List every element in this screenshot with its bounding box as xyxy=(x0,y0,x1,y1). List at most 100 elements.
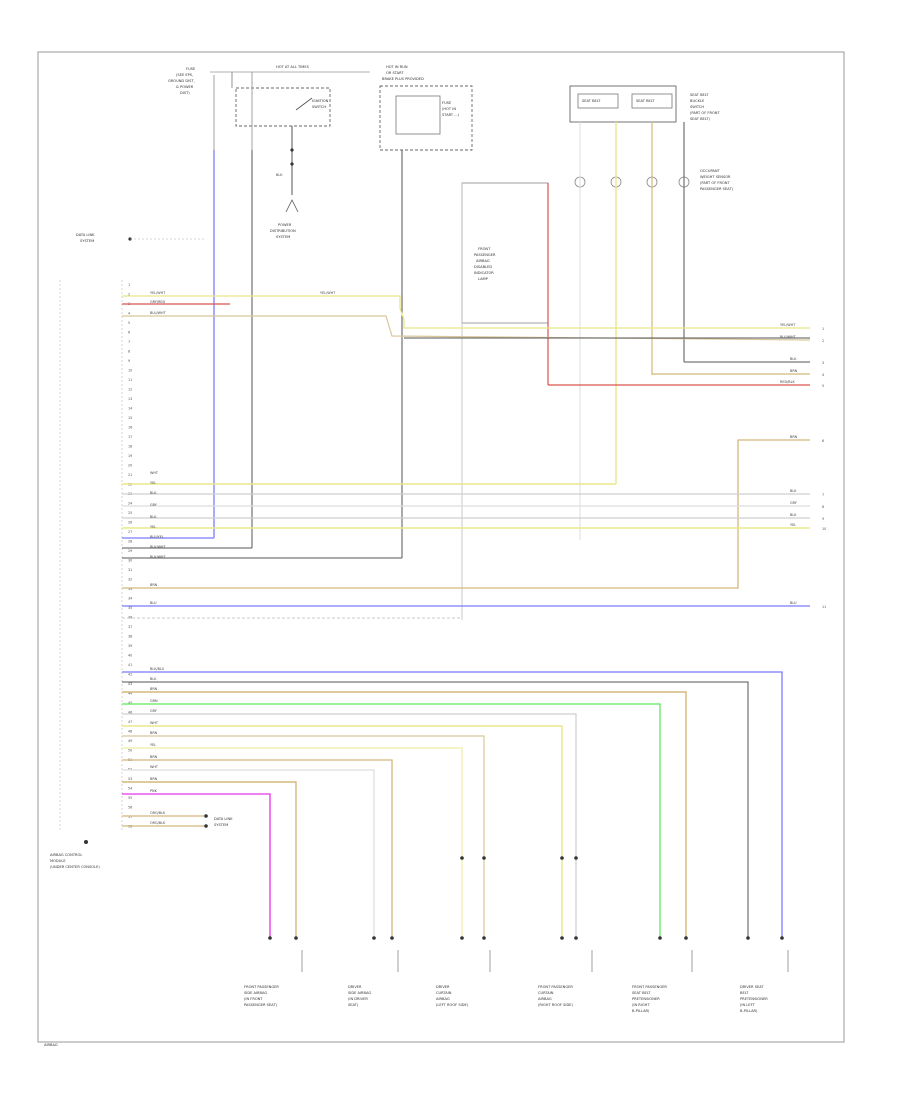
wl-right-red-blk: RED/BLK xyxy=(780,380,795,384)
wire-brn-long xyxy=(122,439,810,589)
conn-node-4a xyxy=(560,936,564,940)
wire-wht-770 xyxy=(122,769,375,938)
bottom-component-label: (IN LEFT xyxy=(740,1003,756,1007)
hot-in-run-3: BRAKE PLUS PROVIDED xyxy=(382,77,424,81)
connector-pin-number: 48 xyxy=(128,730,132,734)
ignition-switch-box xyxy=(235,87,331,127)
wl-right-brn: BRN xyxy=(790,369,798,373)
connector-pin-number: 43 xyxy=(128,682,132,686)
wl-gry-red: GRY/RED xyxy=(150,300,165,304)
fuse-block-label-2: (HOT IN xyxy=(442,107,456,111)
bottom-component-label: DRIVER xyxy=(436,985,450,989)
bottom-component-label: SEAT BELT xyxy=(632,991,651,995)
front-pass-3: AIRBAG xyxy=(476,259,490,263)
bottom-component-label: BELT xyxy=(740,991,749,995)
connector-pin-number: 13 xyxy=(128,397,132,401)
fuse-top-left-line-3: GROUND DIST, xyxy=(168,79,195,83)
connector-pin-number: 34 xyxy=(128,597,132,601)
wire-brn-760 xyxy=(122,759,393,938)
wl-brn-586: BRN xyxy=(150,583,158,587)
bottom-component-label: (IN FRONT xyxy=(244,997,263,1001)
wire-grn-704 xyxy=(122,703,661,938)
bottom-component-label: (RIGHT ROOF SIDE) xyxy=(538,1003,574,1007)
connector-pin-number: 11 xyxy=(128,378,132,382)
connector-pin-number: 10 xyxy=(128,369,132,373)
data-link-bottom-2: SYSTEM xyxy=(214,823,228,827)
wl-yel-746: YEL xyxy=(150,743,156,747)
conn-node-6b xyxy=(780,936,784,940)
wl-wht-474: WHT xyxy=(150,471,159,475)
power-dist-label-2: DISTRIBUTION xyxy=(270,229,296,233)
ignition-switch: IGNITION SWITCH xyxy=(235,87,331,127)
connector-pin-number: 32 xyxy=(128,578,132,582)
connector-pin-number: 28 xyxy=(128,540,132,544)
bottom-component-label: (IN RIGHT xyxy=(632,1003,650,1007)
wl-brn-734: BRN xyxy=(150,731,158,735)
connector-pin-number: 4 xyxy=(128,312,130,316)
seat-belt-outer-box xyxy=(569,85,677,123)
bottom-component-label: SEAT) xyxy=(348,1003,359,1007)
connector-pin-number: 24 xyxy=(128,502,132,506)
wl-yel-wht: YEL/WHT xyxy=(150,291,166,295)
connector-pin-number: 47 xyxy=(128,720,132,724)
connector-pin-number: 36 xyxy=(128,616,132,620)
fuse-block-inner xyxy=(395,95,441,135)
connector-pin-number: 9 xyxy=(128,359,130,363)
bottom-component-label: FRONT PASSENGER xyxy=(244,985,279,989)
fuse-top-left-line-4: & POWER xyxy=(176,85,194,89)
fuse-top-left-line-1: FUSE xyxy=(186,67,196,71)
control-module-label-3: (UNDER CENTER CONSOLE) xyxy=(50,865,100,869)
right-pin-number: 11 xyxy=(822,605,826,609)
connector-pin-number: 18 xyxy=(128,445,132,449)
wl-right-blu-wht: BLU/WHT xyxy=(780,335,797,339)
connector-pin-number: 8 xyxy=(128,350,130,354)
bottom-component-label: B-PILLAR) xyxy=(632,1009,650,1013)
connector-pin-number: 26 xyxy=(128,521,132,525)
conn-node-2b xyxy=(390,936,394,940)
hot-in-run-2: OR START xyxy=(386,71,404,75)
right-pin-number: 5 xyxy=(822,384,824,388)
passenger-airbag-indicator: FRONT PASSENGER AIRBAG DISABLED INDICATO… xyxy=(461,182,549,324)
horizontal-wires xyxy=(122,295,811,619)
connector-pin-number: 38 xyxy=(128,635,132,639)
power-dist-label-3: SYSTEM xyxy=(276,235,290,239)
wire-yel-wht-top xyxy=(122,295,810,329)
ignition-switch-contact xyxy=(295,97,313,111)
occupant-sensor-3: (PART OF FRONT xyxy=(700,181,730,185)
right-pin-number: 8 xyxy=(822,505,824,509)
control-module-connector: 1234567891011121314151617181920212223242… xyxy=(59,280,132,830)
seat-belt-right-1: SEAT BELT xyxy=(690,93,709,97)
bottom-component-label: CURTAIN xyxy=(538,991,554,995)
power-dist-label-1: POWER xyxy=(278,223,292,227)
wl-right-yel-528: YEL xyxy=(790,523,796,527)
diagram-frame xyxy=(37,51,845,1043)
wl-right-yel-wht: YEL/WHT xyxy=(780,323,796,327)
hot-in-run-block: HOT IN RUN OR START BRAKE PLUS PROVIDED … xyxy=(379,65,473,151)
fuse-block-label-3: START ...) xyxy=(442,113,460,117)
control-module-label-2: MODULE xyxy=(50,859,66,863)
wl-right-blk: BLK xyxy=(790,357,797,361)
wire-gry-714 xyxy=(122,713,577,938)
wl-org-blk-1: ORG/BLK xyxy=(150,811,166,815)
wl-blk-518: BLK xyxy=(150,515,157,519)
conn-node-3a xyxy=(460,936,464,940)
wl-wht-724: WHT xyxy=(150,721,159,725)
wl-gry-506: GRY xyxy=(150,503,158,507)
right-pin-number: 2 xyxy=(822,339,824,343)
control-module-label-1: AIRBAG CONTROL xyxy=(50,853,82,857)
bottom-component-label: SIDE AIRBAG xyxy=(244,991,267,995)
seat-belt-left-1: SEAT BELT xyxy=(582,99,601,103)
connector-pin-number: 33 xyxy=(128,587,132,591)
wl-wht-768: WHT xyxy=(150,765,159,769)
curtain-node-4 xyxy=(574,856,578,860)
bottom-component-label: (IN DRIVER xyxy=(348,997,368,1001)
seat-belt-right-4: (PART OF FRONT xyxy=(690,111,720,115)
connector-pin-number: 14 xyxy=(128,407,132,411)
right-pin-number: 7 xyxy=(822,493,824,497)
connector-pin-number: 20 xyxy=(128,464,132,468)
bottom-component-label: DRIVER SEAT xyxy=(740,985,764,989)
data-link-left-2: SYSTEM xyxy=(80,239,94,243)
wl-blu-604: BLU xyxy=(150,601,157,605)
